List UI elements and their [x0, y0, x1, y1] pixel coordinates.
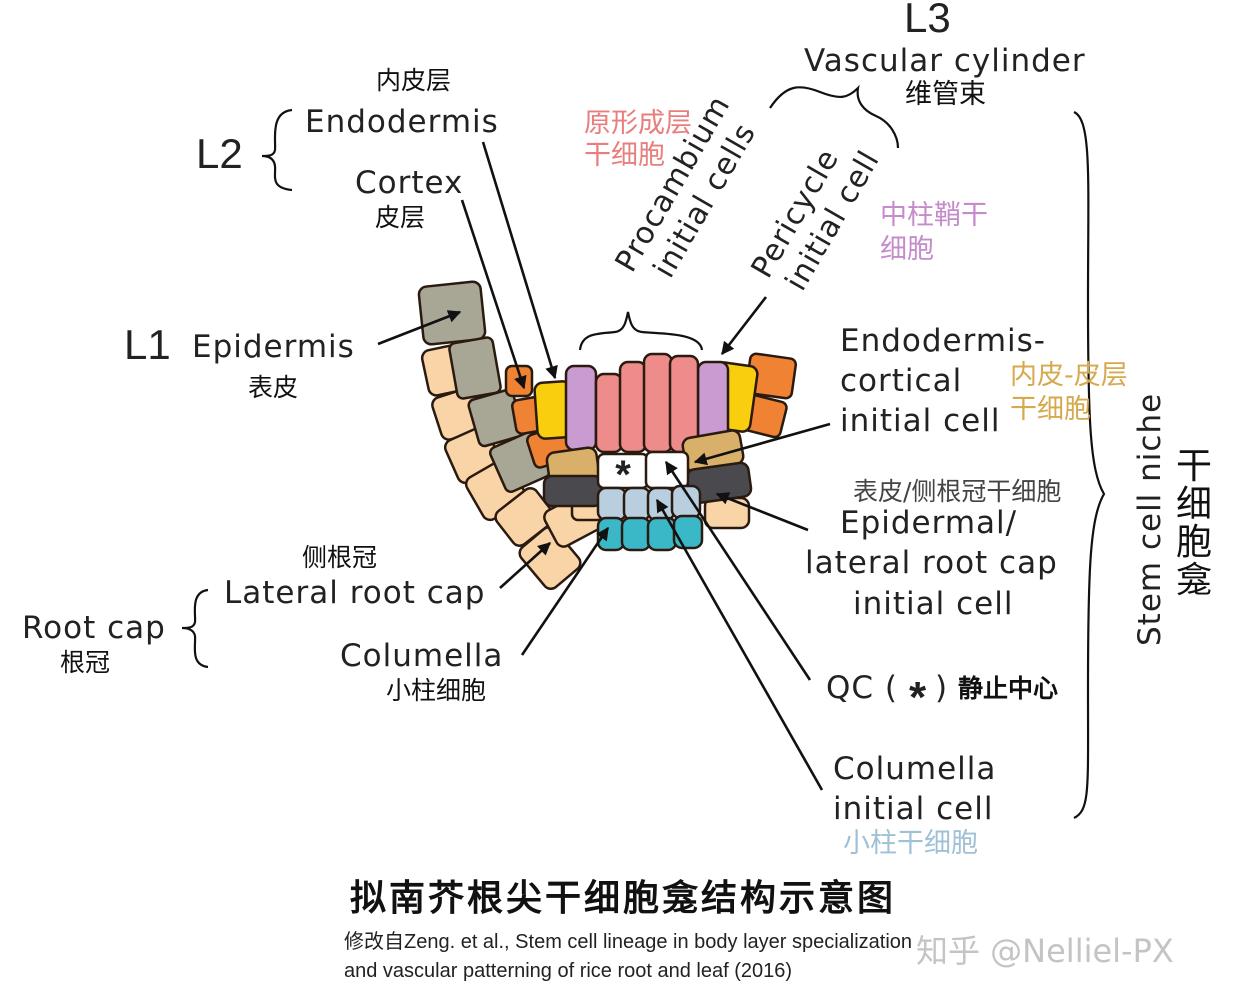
columella-initial-cell — [646, 486, 676, 522]
epi-lrc-arrow — [715, 492, 809, 532]
procambium-cell — [642, 352, 674, 454]
columella-initial-arrow — [655, 498, 824, 791]
lrc-cell — [703, 496, 751, 530]
epidermis-label: Epidermis — [192, 329, 355, 365]
columella-arrow — [520, 526, 610, 656]
endodermis-label: Endodermis — [305, 104, 499, 140]
procambium-cell — [594, 372, 624, 454]
epidermis-cell — [448, 336, 502, 400]
procambium-cells — [594, 352, 700, 454]
pericycle-cell — [564, 364, 598, 452]
qc-arrow — [664, 460, 812, 681]
l3-label: L3 — [904, 0, 951, 41]
procambium-brace — [578, 311, 704, 351]
diagram-title: 拟南芥根尖干细胞龛结构示意图 — [350, 877, 896, 919]
procambium-cell — [618, 360, 648, 454]
procambium-zh-label-2: 干细胞 — [584, 140, 665, 171]
epidermis-zh-label: 表皮 — [248, 373, 298, 402]
columella-zh-label: 小柱细胞 — [386, 676, 486, 705]
qc-zh-label: 静止中心 — [958, 674, 1058, 703]
columella-cell — [596, 516, 626, 552]
epi-lrc-label-2: lateral root cap — [805, 545, 1058, 581]
cortex-zh-label: 皮层 — [375, 203, 425, 232]
endo-cortical-label-3: initial cell — [840, 403, 1000, 439]
stem-cell-niche-label: Stem cell niche — [1132, 393, 1168, 646]
columella-initial-cell — [596, 486, 628, 522]
vascular-cylinder-brace — [769, 84, 900, 149]
qc-star-mark: * — [615, 453, 631, 497]
stem-cell-niche-zh-label: 干 细 胞 龛 — [1176, 446, 1212, 601]
vascular-cylinder-label: Vascular cylinder — [804, 43, 1086, 79]
pericycle-zh-label-2: 细胞 — [880, 234, 934, 265]
root-cap-label: Root cap — [22, 610, 166, 646]
l2-brace — [261, 108, 293, 192]
braces — [181, 84, 1106, 819]
stem-cell-niche-brace — [1073, 110, 1106, 819]
vascular-cylinder-zh-label: 维管束 — [905, 79, 986, 110]
watermark: 知乎 @Nelliel-PX — [916, 932, 1174, 970]
endo-cortical-label-1: Endodermis- — [840, 323, 1046, 359]
lrc-zh-label: 侧根冠 — [302, 543, 377, 572]
endodermis-zh-label: 内皮层 — [376, 66, 451, 95]
cortex-arrow — [460, 199, 527, 390]
columella-cell — [672, 514, 704, 550]
endo-cortical-zh-label-2: 干细胞 — [1010, 394, 1091, 425]
endo-cortical-label-2: cortical — [840, 363, 962, 399]
pericycle-zh-label-1: 中柱鞘干 — [880, 200, 988, 231]
endo-cortical-zh-label-1: 内皮-皮层 — [1010, 360, 1128, 391]
cortex-label: Cortex — [355, 165, 463, 201]
columella-initial-label-1: Columella — [833, 751, 996, 787]
l1-label: L1 — [124, 321, 171, 368]
epi-lrc-zh-label: 表皮/侧根冠干细胞 — [853, 477, 1061, 506]
root-cap-brace — [181, 588, 209, 669]
columella-cell — [620, 516, 652, 552]
endo-cortical-arrow — [693, 422, 831, 466]
qc-label: QC ( — [826, 670, 898, 706]
arrows — [377, 141, 831, 791]
epidermal-lrc-initial-cell — [542, 474, 604, 508]
epi-lrc-label-1: Epidermal/ — [840, 505, 1017, 541]
l2-label: L2 — [196, 130, 243, 177]
epidermis-arrow — [377, 310, 462, 346]
endodermis-arrow — [481, 141, 558, 380]
epi-lrc-label-3: initial cell — [853, 586, 1013, 622]
qc-label-star: * — [909, 673, 927, 722]
columella-label: Columella — [340, 638, 503, 674]
lrc-arrow — [499, 542, 551, 589]
root-cap-zh-label: 根冠 — [60, 648, 110, 677]
columella-cell — [646, 516, 678, 552]
citation-line-1: 修改自Zeng. et al., Stem cell lineage in bo… — [344, 930, 912, 953]
epidermis-cell — [417, 280, 487, 346]
procambium-zh-label-1: 原形成层 — [584, 108, 692, 139]
lrc-label: Lateral root cap — [224, 575, 485, 611]
pericycle-cells — [564, 360, 730, 452]
qc-label-close: ) — [935, 670, 948, 706]
qc-cell — [644, 450, 690, 490]
columella-initial-label-2: initial cell — [833, 791, 993, 827]
stem-cell-niche-zh-char: 胞 — [1176, 522, 1212, 563]
stem-cell-niche-zh-char: 龛 — [1176, 560, 1212, 601]
columella-initial-zh-label: 小柱干细胞 — [843, 828, 978, 859]
citation-line-2: and vascular patterning of rice root and… — [344, 960, 792, 982]
stem-cell-niche-zh-char: 细 — [1176, 484, 1212, 525]
columella-initial-cell — [622, 486, 652, 522]
pericycle-arrow — [720, 296, 768, 356]
columella-cells — [596, 514, 704, 552]
stem-cell-niche-zh-char: 干 — [1176, 446, 1212, 487]
root-tip-cells: * — [417, 280, 798, 591]
